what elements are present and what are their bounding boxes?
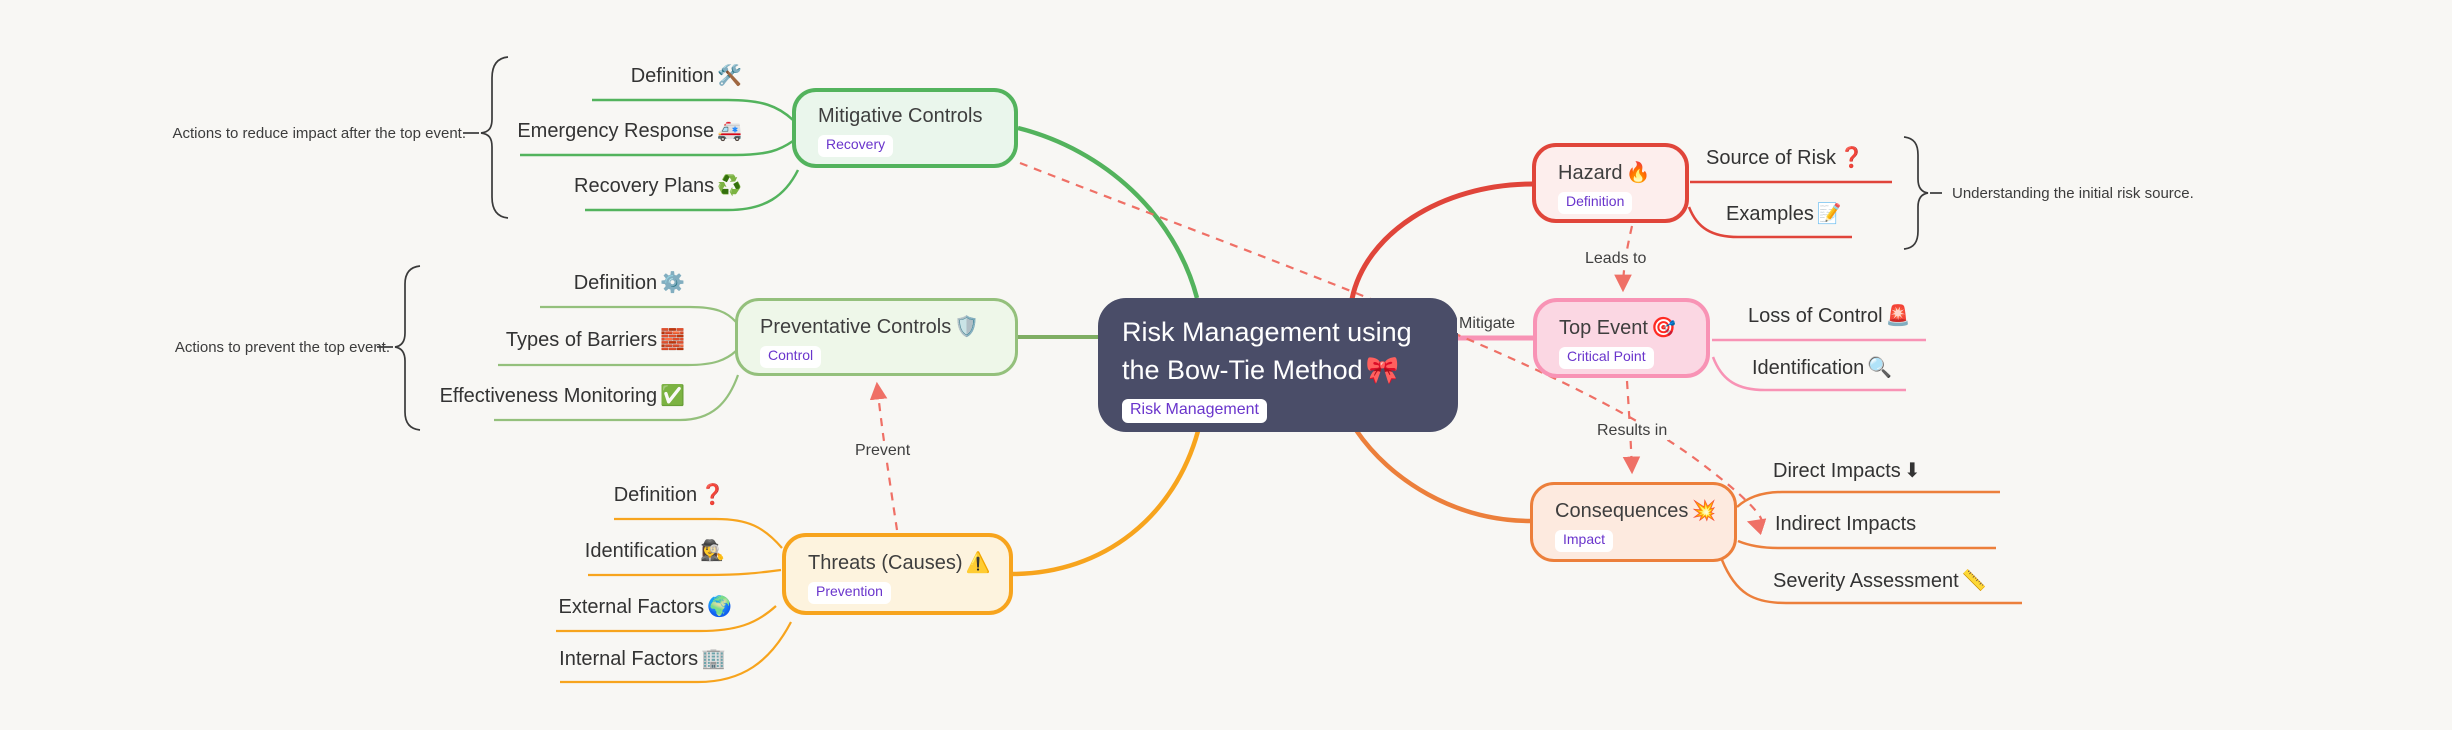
edge-root-consequences [1354, 428, 1532, 524]
edge-mit-definition [592, 98, 794, 121]
leaf-thr-identification[interactable]: Identification🕵️‍♀️ [584, 540, 725, 562]
node-badge: Prevention [808, 582, 891, 604]
edge-root-threats [1010, 430, 1201, 577]
root-badge: Risk Management [1122, 398, 1267, 423]
node-label: Hazard [1558, 162, 1623, 184]
edge-prev-barriers [498, 350, 737, 367]
leaf-top-loss-of-control[interactable]: Loss of Control🚨 [1748, 305, 1911, 327]
leaf-con-direct-impacts[interactable]: Direct Impacts⬇ [1773, 460, 1921, 482]
edge-mit-recovery [585, 169, 800, 212]
detective-icon: 🕵️‍♀️ [700, 540, 725, 562]
leaf-haz-source-of-risk[interactable]: Source of Risk❓ [1706, 147, 1864, 169]
gear-icon: ⚙️ [660, 272, 685, 294]
edge-root-hazard [1349, 181, 1534, 300]
edge-con-indirect [1737, 539, 1996, 550]
target-icon: 🎯 [1650, 317, 1676, 339]
annotation-mitigative: Actions to reduce impact after the top e… [172, 125, 467, 142]
leaf-thr-definition[interactable]: Definition❓ [613, 484, 725, 506]
question-mark-icon: ❓ [1839, 147, 1864, 169]
edge-thr-identification [588, 568, 782, 577]
annotation-hazard: Understanding the initial risk source. [1952, 185, 2194, 202]
annotation-preventative: Actions to prevent the top event. [174, 339, 390, 356]
node-label: Consequences [1555, 500, 1689, 522]
node-badge: Impact [1555, 530, 1614, 552]
leaf-prev-definition[interactable]: Definition⚙️ [573, 272, 685, 294]
brace-mitigative-note [463, 56, 509, 219]
globe-icon: 🌍 [707, 596, 732, 618]
edge-haz-examples [1687, 206, 1852, 239]
leaf-thr-internal-factors[interactable]: Internal Factors🏢 [559, 648, 726, 670]
warning-icon: ⚠️ [965, 552, 991, 574]
leaf-prev-effectiveness-monitoring[interactable]: Effectiveness Monitoring✅ [439, 385, 685, 407]
edge-prev-definition [540, 305, 737, 323]
arrow-prevent [869, 381, 899, 531]
node-badge: Definition [1558, 192, 1633, 214]
node-hazard[interactable]: Hazard🔥 Definition [1532, 143, 1689, 223]
collision-icon: 💥 [1691, 500, 1717, 522]
node-label: Mitigative Controls [818, 105, 983, 127]
node-label: Preventative Controls [760, 316, 952, 338]
edge-con-direct [1736, 490, 2000, 508]
root-title: Risk Management using the Bow-Tie Method… [1122, 317, 1412, 385]
node-label: Top Event [1559, 317, 1648, 339]
edge-top-identification [1711, 356, 1906, 392]
hammer-wrench-icon: 🛠️ [717, 65, 742, 87]
brace-hazard-note [1903, 136, 1942, 250]
leaf-con-severity-assessment[interactable]: Severity Assessment📏 [1773, 570, 1987, 592]
question-mark-icon: ❓ [700, 484, 725, 506]
edge-label-leads-to: Leads to [1583, 250, 1649, 268]
leaf-haz-examples[interactable]: Examples📝 [1726, 203, 1842, 225]
node-preventative-controls[interactable]: Preventative Controls🛡️ Control [735, 298, 1018, 376]
ambulance-icon: 🚑 [717, 120, 742, 142]
down-arrow-icon: ⬇ [1903, 460, 1921, 482]
edge-label-prevent: Prevent [853, 442, 913, 460]
node-badge: Control [760, 346, 822, 368]
office-building-icon: 🏢 [701, 648, 726, 670]
memo-icon: 📝 [1816, 203, 1842, 225]
check-mark-icon: ✅ [660, 385, 685, 407]
root-node[interactable]: Risk Management using the Bow-Tie Method… [1098, 298, 1458, 432]
edge-prev-monitoring [494, 374, 740, 422]
node-label: Threats (Causes) [808, 552, 963, 574]
node-badge: Critical Point [1559, 347, 1654, 369]
edge-con-severity [1720, 559, 2022, 605]
leaf-mit-definition[interactable]: Definition🛠️ [630, 65, 742, 87]
edge-thr-internal [560, 621, 792, 684]
magnifying-glass-icon: 🔍 [1867, 357, 1893, 379]
edge-mit-emergency [520, 139, 794, 157]
leaf-con-indirect-impacts[interactable]: Indirect Impacts [1775, 513, 1917, 535]
node-badge: Recovery [818, 135, 894, 157]
siren-icon: 🚨 [1885, 305, 1911, 327]
edge-root-mitigative [1017, 125, 1200, 299]
leaf-thr-external-factors[interactable]: External Factors🌍 [558, 596, 732, 618]
node-threats-causes[interactable]: Threats (Causes)⚠️ Prevention [782, 533, 1013, 615]
leaf-mit-recovery-plans[interactable]: Recovery Plans♻️ [574, 175, 742, 197]
edge-label-results-in: Results in [1595, 422, 1670, 440]
node-top-event[interactable]: Top Event🎯 Critical Point [1533, 298, 1710, 378]
edge-label-mitigate: Mitigate [1457, 315, 1518, 333]
leaf-top-identification[interactable]: Identification🔍 [1752, 357, 1893, 379]
brace-preventative-note [377, 265, 421, 431]
bow-icon: 🎀 [1365, 354, 1400, 385]
edge-thr-definition [614, 517, 783, 549]
shield-icon: 🛡️ [954, 316, 980, 338]
ruler-icon: 📏 [1961, 570, 1987, 592]
leaf-prev-types-of-barriers[interactable]: Types of Barriers🧱 [505, 329, 685, 351]
arrow-mitigate [1019, 161, 1767, 536]
node-consequences[interactable]: Consequences💥 Impact [1530, 482, 1737, 562]
leaf-mit-emergency-response[interactable]: Emergency Response🚑 [517, 120, 742, 142]
recycle-icon: ♻️ [717, 175, 742, 197]
fire-icon: 🔥 [1625, 162, 1651, 184]
edge-thr-external [556, 605, 777, 633]
brick-icon: 🧱 [660, 329, 685, 351]
node-mitigative-controls[interactable]: Mitigative Controls Recovery [792, 88, 1018, 168]
